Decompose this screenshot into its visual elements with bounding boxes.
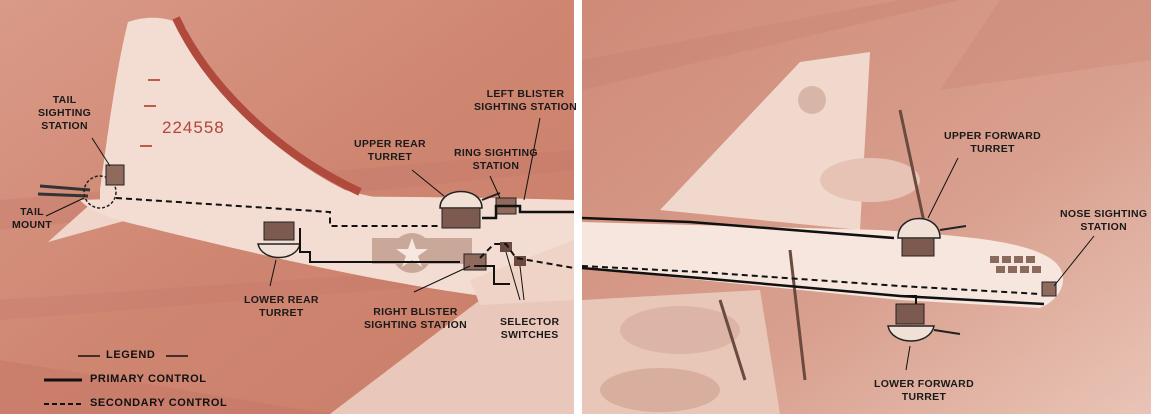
selector-switch-2 xyxy=(514,256,526,266)
legend-swatches xyxy=(44,355,188,405)
legend-secondary-label: SECONDARY CONTROL xyxy=(90,397,228,409)
left-photo-panel xyxy=(0,0,575,414)
nose-sighting-station-icon xyxy=(1041,281,1057,297)
tail-sighting-station-icon xyxy=(105,164,125,186)
selector-switch-1 xyxy=(500,242,512,252)
tail-fin xyxy=(100,17,470,236)
right-wing xyxy=(330,298,574,414)
engine-lower-2 xyxy=(600,368,720,412)
engine-lower-1 xyxy=(620,306,740,354)
aircraft-serial-number: 224558 xyxy=(162,118,225,137)
lower-forward-turret-icon xyxy=(895,303,925,325)
forward-fuselage xyxy=(582,222,1064,308)
tail-mount-marker xyxy=(83,175,117,209)
upper-rear-turret-icon xyxy=(439,190,483,209)
upper-forward-turret-icon xyxy=(897,217,941,239)
right-photo-panel xyxy=(581,0,1151,414)
lower-rear-turret-icon xyxy=(263,221,295,241)
panel-divider xyxy=(574,0,582,414)
legend-title: LEGEND xyxy=(106,349,156,361)
legend-primary-label: PRIMARY CONTROL xyxy=(90,373,207,385)
engine-upper xyxy=(820,158,920,202)
